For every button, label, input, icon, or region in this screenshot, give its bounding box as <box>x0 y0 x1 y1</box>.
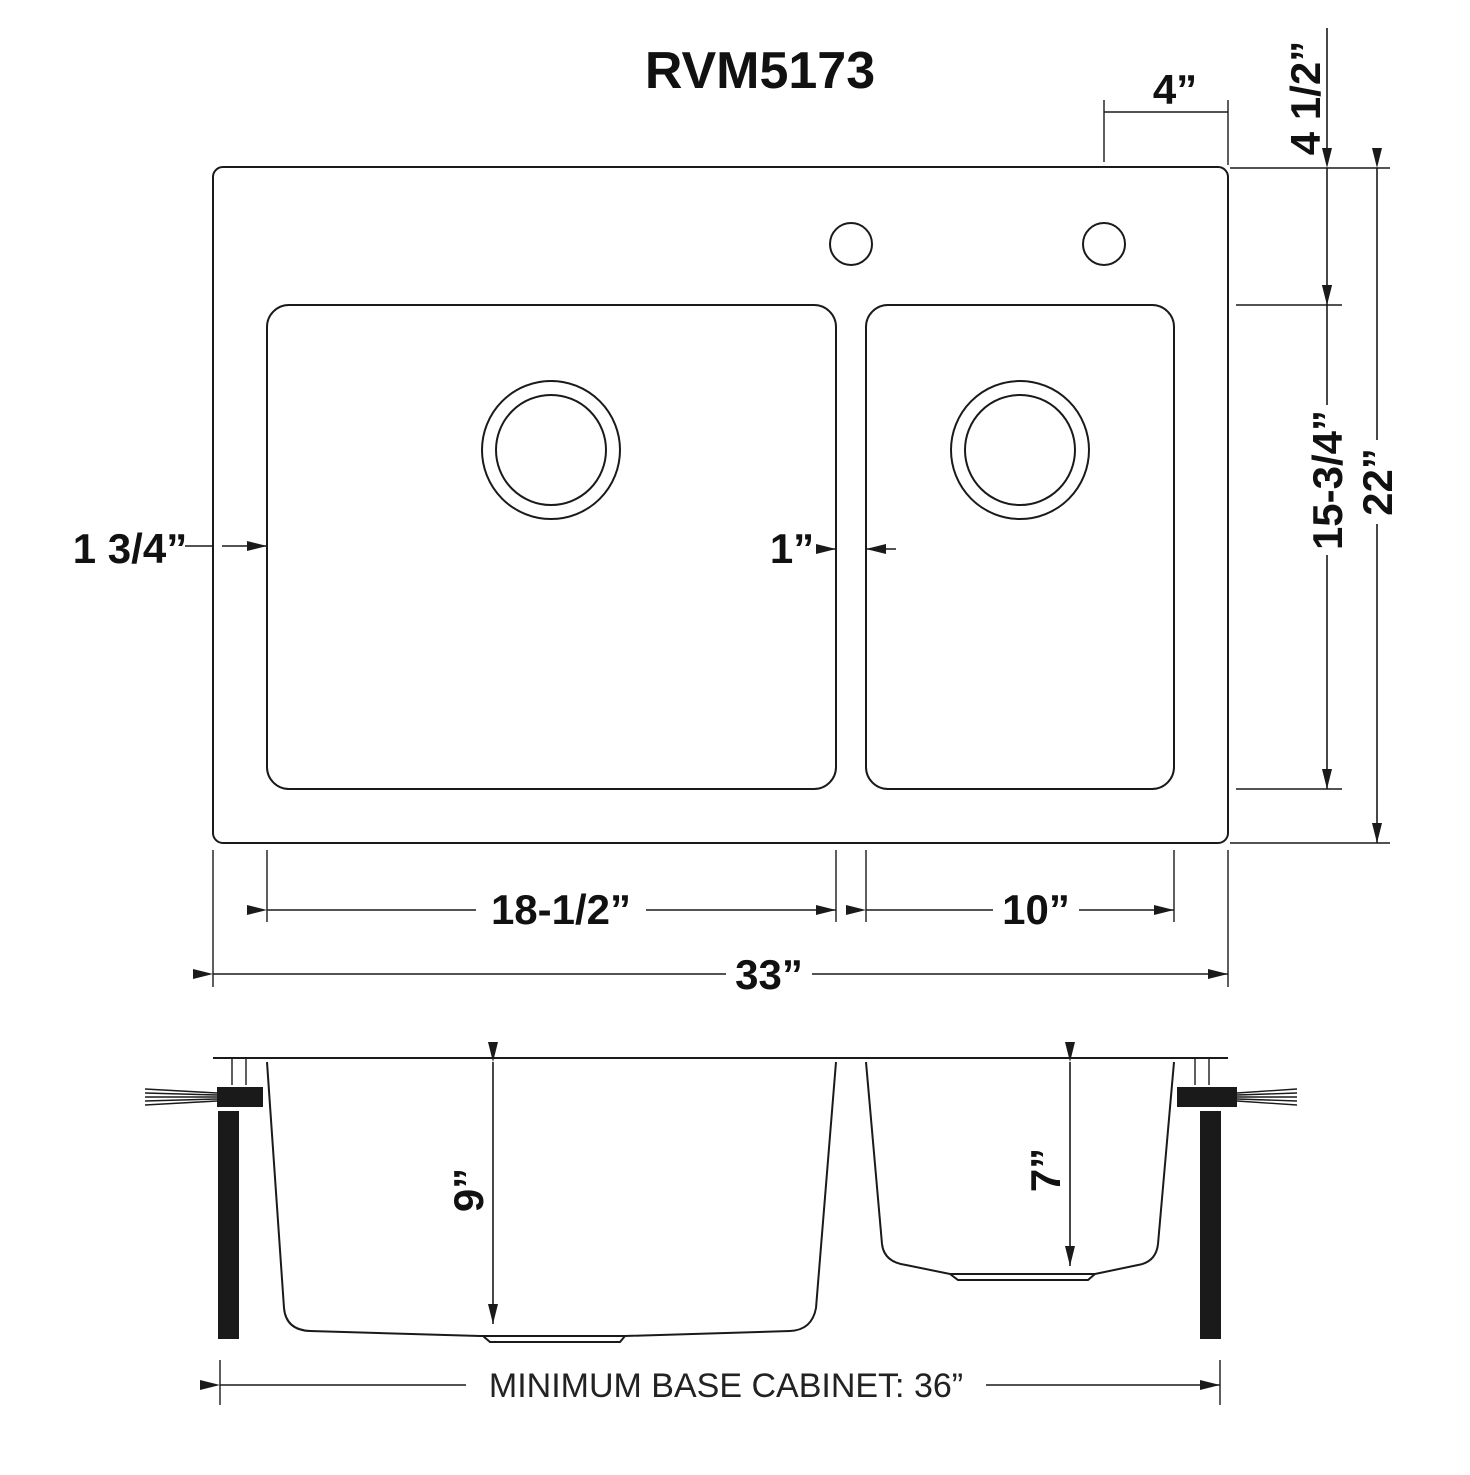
large-bowl-drain-inner <box>495 394 607 506</box>
bowl-length-label: 15-3/4” <box>1304 410 1351 550</box>
side-rim-label: 1 3/4” <box>73 525 187 572</box>
left-cabinet-wall <box>218 1111 239 1339</box>
large-bowl-width-label: 18-1/2” <box>491 886 631 933</box>
faucet-hole-right <box>1082 222 1126 266</box>
dim-faucet-spacing: 4” <box>1103 66 1229 165</box>
dim-large-bowl-depth: 9” <box>445 1042 498 1324</box>
min-cabinet-label: MINIMUM BASE CABINET: 36” <box>489 1367 963 1405</box>
small-bowl-drain-inner <box>964 394 1076 506</box>
faucet-spacing-label: 4” <box>1153 66 1197 113</box>
dim-small-bowl-depth: 7” <box>1022 1042 1075 1266</box>
large-bowl-depth-label: 9” <box>445 1168 492 1212</box>
overall-depth-label: 22” <box>1354 448 1401 516</box>
small-bowl-depth-label: 7” <box>1022 1148 1069 1192</box>
left-countertop <box>217 1087 263 1107</box>
model-title: RVM5173 <box>645 42 875 100</box>
top-view <box>212 166 1229 844</box>
small-bowl-drain-outer <box>950 380 1090 520</box>
small-bowl-width-label: 10” <box>1002 886 1070 933</box>
backsplash-offset-label: 4 1/2” <box>1282 41 1329 155</box>
divider-label: 1” <box>770 525 814 572</box>
dim-right-side: 4 1/2” 15-3/4” 22” <box>1230 28 1401 844</box>
large-bowl-profile <box>266 1061 837 1337</box>
small-bowl <box>865 304 1175 790</box>
small-bowl-profile <box>865 1061 1175 1275</box>
side-view <box>144 1057 1298 1343</box>
dim-bowl-widths: 18-1/2” 10” 33” <box>193 850 1229 998</box>
right-cabinet-wall <box>1200 1111 1221 1339</box>
sink-outline <box>212 166 1229 844</box>
dim-min-cabinet: MINIMUM BASE CABINET: 36” <box>200 1360 1221 1408</box>
large-bowl <box>266 304 837 790</box>
large-bowl-drain-outer <box>481 380 621 520</box>
dim-side-rim: 1 3/4” <box>73 525 267 572</box>
faucet-hole-left <box>829 222 873 266</box>
overall-width-label: 33” <box>735 951 803 998</box>
dim-divider: 1” <box>770 525 896 572</box>
right-countertop <box>1177 1087 1237 1107</box>
